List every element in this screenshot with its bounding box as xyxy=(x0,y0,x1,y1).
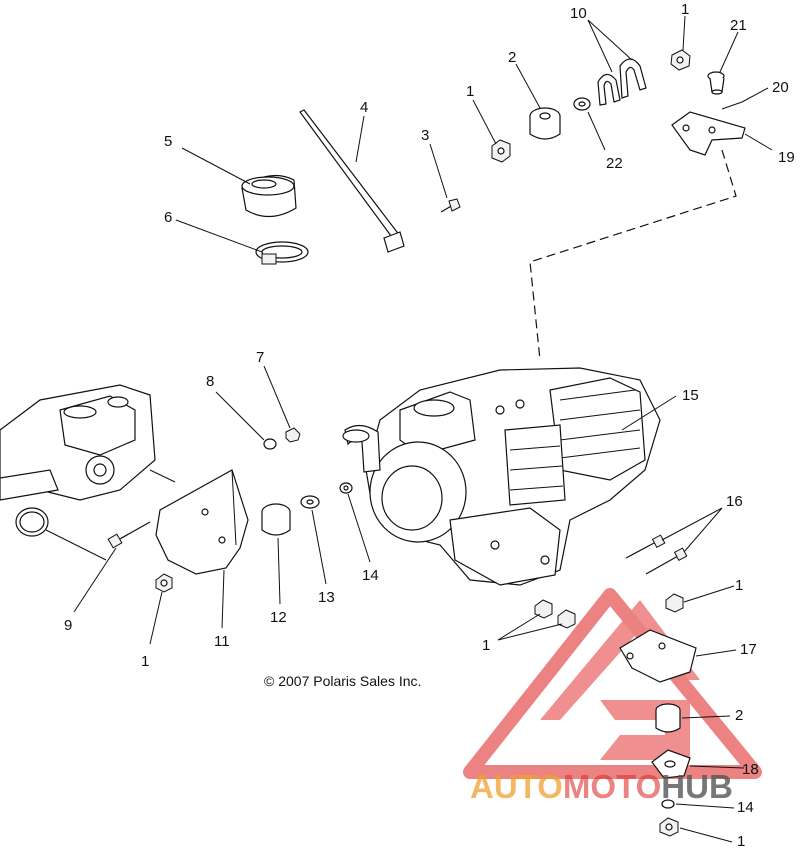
callout-2: 2 xyxy=(508,49,516,66)
callout-labels: 1 10 21 20 19 2 1 22 4 3 5 6 7 8 15 16 9… xyxy=(64,1,795,850)
watermark-auto: AUTO xyxy=(470,768,563,805)
leader-lines xyxy=(73,15,773,843)
left-mount-parts xyxy=(107,427,353,593)
reference-line xyxy=(529,149,737,361)
callout-16: 16 xyxy=(726,493,743,510)
callout-1: 1 xyxy=(482,637,490,654)
watermark-hub: HUB xyxy=(661,768,733,805)
watermark-text: AUTOMOTOHUB xyxy=(470,768,733,805)
callout-3: 3 xyxy=(421,127,429,144)
callout-21: 21 xyxy=(730,17,747,34)
callout-1: 1 xyxy=(466,83,474,100)
upper-mount-parts xyxy=(241,49,746,265)
callout-12: 12 xyxy=(270,609,287,626)
callout-18: 18 xyxy=(742,761,759,778)
callout-9: 9 xyxy=(64,617,72,634)
callout-1: 1 xyxy=(681,1,689,18)
callout-6: 6 xyxy=(164,209,172,226)
callout-10: 10 xyxy=(570,5,587,22)
watermark-logo xyxy=(463,588,762,779)
callout-17: 17 xyxy=(740,641,757,658)
callout-1: 1 xyxy=(737,833,745,850)
callout-14: 14 xyxy=(737,799,754,816)
callout-5: 5 xyxy=(164,133,172,150)
callout-13: 13 xyxy=(318,589,335,606)
copyright-text: © 2007 Polaris Sales Inc. xyxy=(264,673,421,689)
callout-22: 22 xyxy=(606,155,623,172)
lower-right-mount-parts xyxy=(534,534,697,837)
callout-14: 14 xyxy=(362,567,379,584)
callout-19: 19 xyxy=(778,149,795,166)
callout-8: 8 xyxy=(206,373,214,390)
front-gearcase xyxy=(0,384,176,561)
engine-assembly xyxy=(342,367,661,586)
callout-15: 15 xyxy=(682,387,699,404)
callout-4: 4 xyxy=(360,99,368,116)
callout-7: 7 xyxy=(256,349,264,366)
callout-1: 1 xyxy=(141,653,149,670)
watermark-moto: MOTO xyxy=(563,768,661,805)
callout-1: 1 xyxy=(735,577,743,594)
callout-20: 20 xyxy=(772,79,789,96)
callout-2: 2 xyxy=(735,707,743,724)
callout-11: 11 xyxy=(214,633,230,650)
